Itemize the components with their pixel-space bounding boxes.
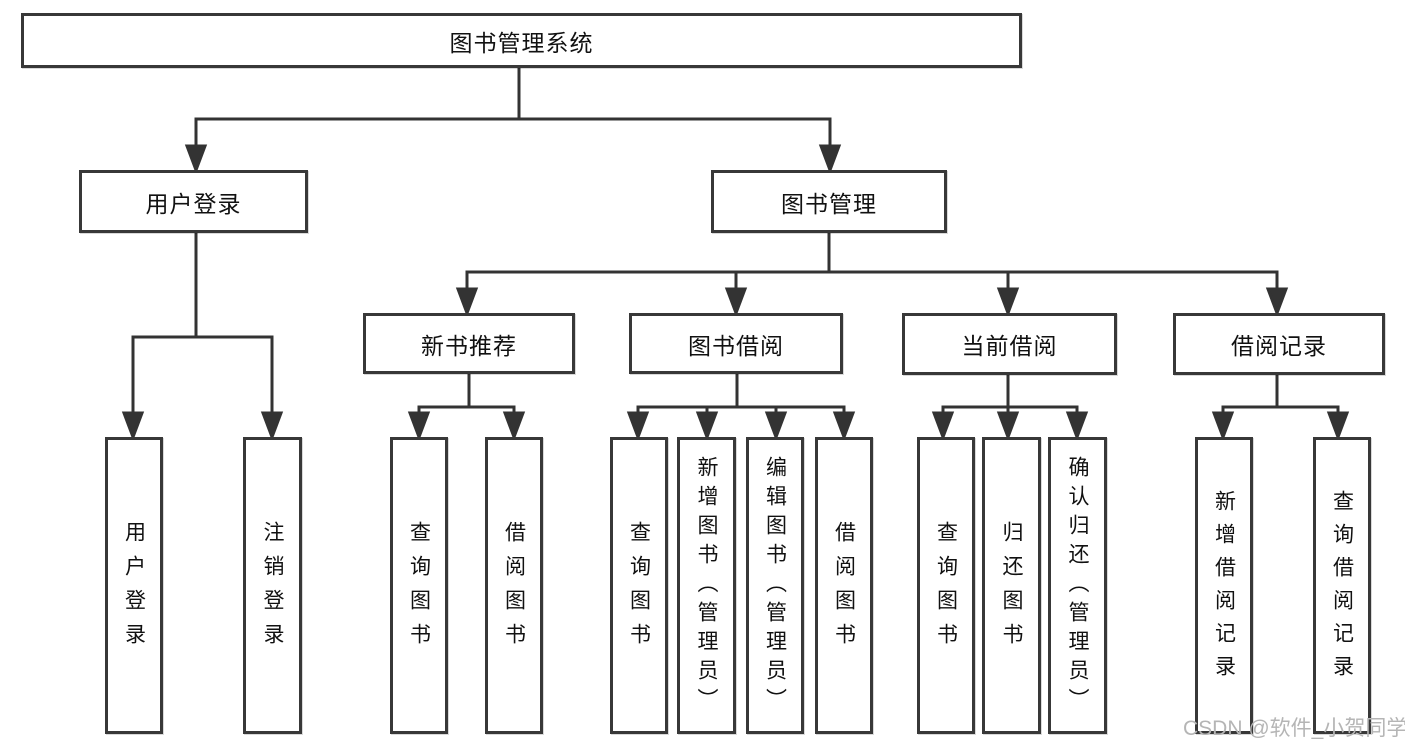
node-new-book-recommend: 新书推荐 <box>363 313 575 374</box>
connector-new-book-rec <box>407 374 526 442</box>
node-current-borrow: 当前借阅 <box>902 313 1117 375</box>
leaf-query-books-recommend: 查询图书 <box>390 437 448 734</box>
leaf-add-borrow-record: 新增借阅记录 <box>1195 437 1253 734</box>
connector-book-borrow <box>626 374 856 442</box>
leaf-borrow-books-recommend: 借阅图书 <box>485 437 543 734</box>
connector-user-login <box>121 233 284 442</box>
leaf-query-borrow-record: 查询借阅记录 <box>1313 437 1371 734</box>
node-borrow-record: 借阅记录 <box>1173 313 1385 375</box>
leaf-logout-login: 注销登录 <box>243 437 302 734</box>
node-book-borrow: 图书借阅 <box>629 313 843 374</box>
leaf-user-login: 用户登录 <box>105 437 163 734</box>
connector-book-mgmt <box>455 233 1289 318</box>
leaf-borrow-books: 借阅图书 <box>815 437 873 734</box>
connector-root <box>184 68 842 175</box>
connector-borrow-record <box>1211 375 1350 442</box>
node-root: 图书管理系统 <box>21 13 1022 68</box>
node-book-management: 图书管理 <box>711 170 947 233</box>
connector-current-borrow <box>931 375 1089 442</box>
node-user-login: 用户登录 <box>79 170 308 233</box>
leaf-confirm-return-admin: 确认归还（管理员） <box>1048 437 1107 734</box>
leaf-edit-books-admin: 编辑图书（管理员） <box>746 437 804 734</box>
leaf-add-books-admin: 新增图书（管理员） <box>677 437 736 734</box>
leaf-query-books-current: 查询图书 <box>917 437 975 734</box>
leaf-query-books-borrow: 查询图书 <box>610 437 668 734</box>
leaf-return-books: 归还图书 <box>982 437 1041 734</box>
watermark: CSDN @软件_小贺同学 <box>1183 717 1405 740</box>
